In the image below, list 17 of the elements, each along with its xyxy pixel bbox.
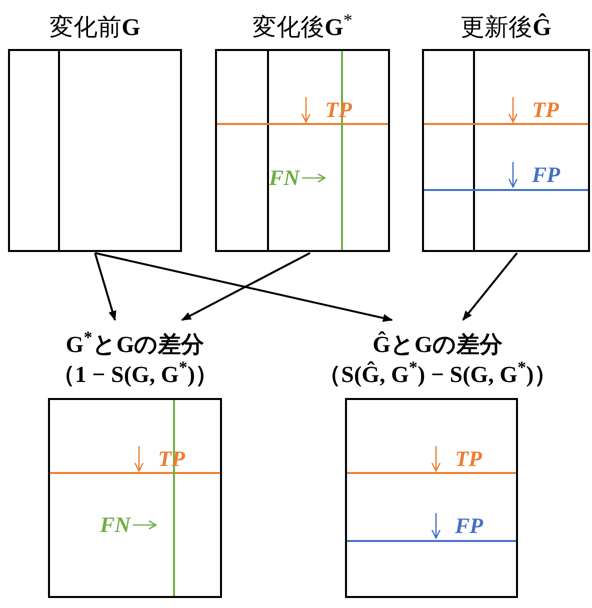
box-title: G$^{*}$とGの差分 bbox=[66, 330, 204, 360]
region-label: FN bbox=[269, 167, 300, 189]
box-title: 変化後G$^{*}$ bbox=[252, 12, 352, 43]
box-title: 更新後Ĝ bbox=[460, 12, 552, 43]
region-label: FP bbox=[532, 164, 560, 186]
arrow bbox=[181, 252, 310, 321]
region-label: TP bbox=[532, 99, 559, 121]
region-label: FN bbox=[100, 514, 131, 536]
box-title: ĜとGの差分 bbox=[372, 330, 502, 360]
region-label: TP bbox=[455, 448, 482, 470]
box-title: 変化前G bbox=[50, 14, 140, 43]
box-title: （1 − S(G, G$^{*}$)） bbox=[52, 360, 218, 389]
arrow bbox=[462, 252, 518, 321]
box-title: （S(Ĝ, G$^{*}$) − S(G, G$^{*}$)） bbox=[318, 360, 557, 389]
arrow bbox=[94, 252, 116, 321]
arrow bbox=[94, 252, 393, 322]
region-label: FP bbox=[455, 515, 484, 537]
